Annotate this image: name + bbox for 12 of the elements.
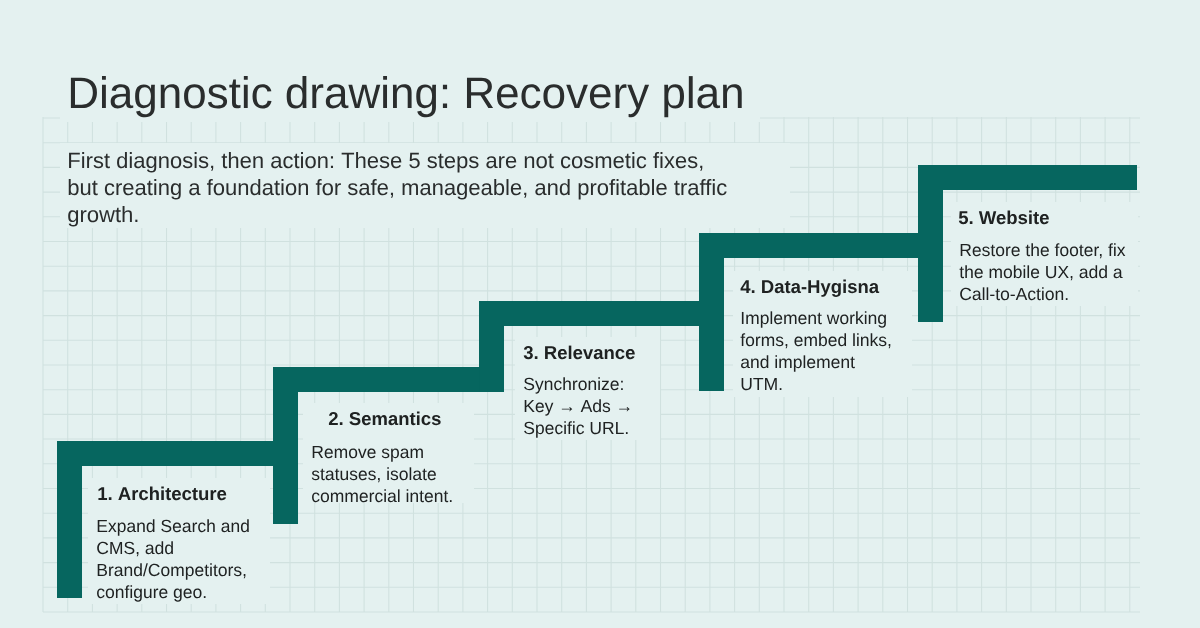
step-description: Remove spam statuses, isolate commercial intent.: [311, 445, 452, 503]
step-heading: 3. Relevance: [523, 345, 635, 360]
step-description: Restore the footer, fix the mobile UX, add a Call-to-Action.: [959, 243, 1126, 301]
step-heading: 5. Website: [958, 210, 1049, 225]
step-heading: 4. Data-Hygisna: [740, 279, 880, 297]
step-description: Expand Search and CMS, add Brand/Competitors, configure geo.: [97, 519, 249, 602]
intro-text: First diagnosis, then action: These 5 steps are not cosmetic fixes, but creating a foundation for safe, manageable, and profitable traffic growth.: [68, 152, 727, 227]
step-description: Synchronize: Key → Ads → Specific URL.: [524, 377, 630, 438]
step-heading: 2. Semantics: [328, 411, 441, 426]
step-description: Implement working forms, embed links, and implement UTM.: [740, 311, 891, 391]
title: Diagnostic drawing: Recovery plan: [70, 76, 742, 118]
step-heading: 1. Architecture: [98, 486, 227, 501]
